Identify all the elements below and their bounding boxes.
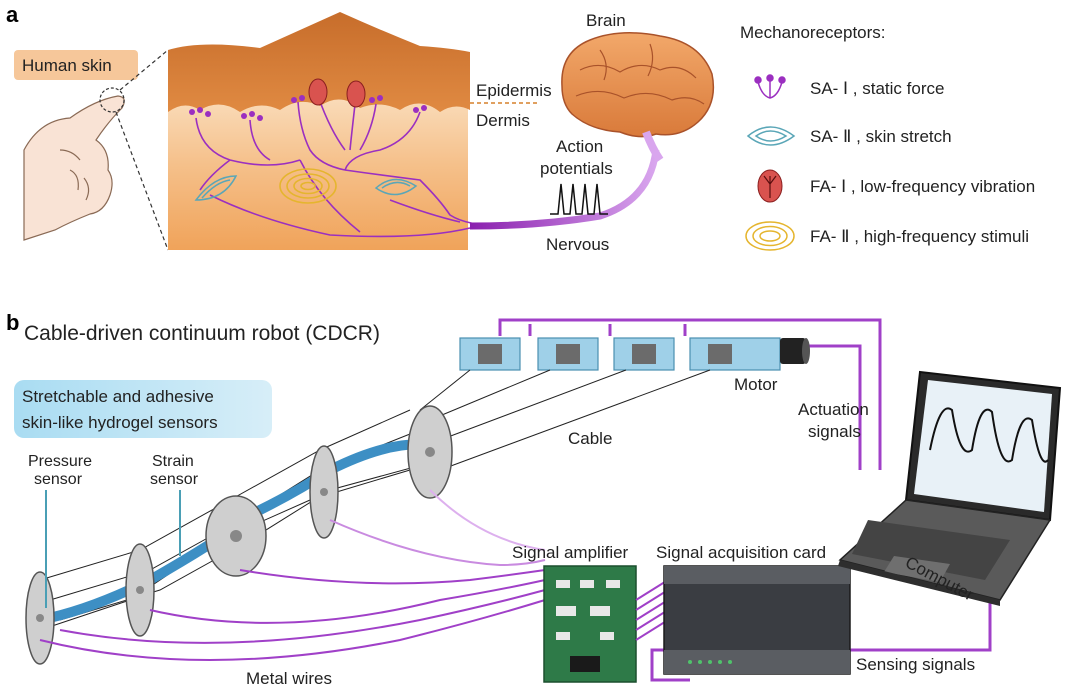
amplifier-components bbox=[556, 580, 620, 672]
acquisition-card-label: Signal acquisition card bbox=[656, 543, 826, 562]
pressure-label-2: sensor bbox=[34, 471, 83, 488]
actuation-label-2: signals bbox=[808, 422, 861, 441]
hand-illustration bbox=[23, 95, 125, 241]
legend-sa1-label: SA- Ⅰ , static force bbox=[810, 79, 944, 98]
acquisition-card-terminals-bottom bbox=[664, 650, 850, 674]
sensors-label-1: Stretchable and adhesive bbox=[22, 387, 214, 406]
brain-label: Brain bbox=[586, 11, 626, 30]
human-skin-label-bg bbox=[14, 50, 138, 80]
sa2-receptor-skin bbox=[194, 175, 418, 201]
nerve-fibers bbox=[195, 95, 521, 238]
zoom-line-top bbox=[119, 49, 169, 91]
epidermis-label: Epidermis bbox=[476, 81, 552, 100]
actuation-label-1: Actuation bbox=[798, 400, 869, 419]
sa1-receptors bbox=[189, 95, 427, 121]
legend-sa2-label: SA- Ⅱ , skin stretch bbox=[810, 127, 952, 146]
panel-b-letter: b bbox=[6, 310, 19, 335]
amp-card-wires bbox=[635, 579, 669, 641]
legend-fa1-icon bbox=[757, 169, 783, 203]
cable-label: Cable bbox=[568, 429, 612, 448]
nerve-trunk bbox=[469, 149, 660, 230]
zoom-circle bbox=[99, 87, 125, 113]
robot-disk-centers bbox=[36, 447, 435, 622]
strain-label-2: sensor bbox=[150, 471, 199, 488]
legend-title: Mechanoreceptors: bbox=[740, 23, 886, 42]
acquisition-card-leds bbox=[688, 660, 732, 664]
motor-label: Motor bbox=[734, 375, 778, 394]
cable-drive-units bbox=[459, 337, 781, 371]
skin-cross-section bbox=[168, 12, 470, 250]
action-potentials-label-2: potentials bbox=[540, 159, 613, 178]
fa2-receptor-skin bbox=[279, 168, 337, 204]
nervous-label: Nervous bbox=[546, 235, 609, 254]
legend-fa2-icon bbox=[745, 221, 795, 251]
cdcr-title: Cable-driven continuum robot (CDCR) bbox=[24, 322, 380, 345]
actuation-wire-drops bbox=[528, 324, 687, 336]
pressure-label-1: Pressure bbox=[28, 453, 92, 470]
legend-fa2-label: FA- Ⅱ , high-frequency stimuli bbox=[810, 227, 1029, 246]
legend-fa1-label: FA- Ⅰ , low-frequency vibration bbox=[810, 177, 1035, 196]
action-potentials-label-1: Action bbox=[556, 137, 603, 156]
action-potential-spikes bbox=[550, 183, 608, 215]
strain-label-1: Strain bbox=[152, 453, 194, 470]
sensors-label-2: skin-like hydrogel sensors bbox=[22, 413, 218, 432]
sensing-wire bbox=[650, 600, 992, 682]
acquisition-card-terminals-top bbox=[664, 566, 850, 584]
zoom-line-bottom bbox=[115, 111, 169, 251]
metal-wires bbox=[39, 489, 546, 661]
human-skin-label: Human skin bbox=[22, 56, 112, 75]
legend-sa1-icon bbox=[754, 74, 786, 99]
laptop bbox=[838, 370, 1062, 606]
signal-amplifier-label: Signal amplifier bbox=[512, 543, 629, 562]
legend-sa2-icon bbox=[746, 126, 796, 146]
metal-wires-label: Metal wires bbox=[246, 669, 332, 688]
motor bbox=[780, 338, 810, 364]
panel-a-letter: a bbox=[6, 2, 19, 27]
dermis-label: Dermis bbox=[476, 111, 530, 130]
sensing-signals-label: Sensing signals bbox=[856, 655, 975, 674]
actuation-wire-top bbox=[498, 318, 882, 470]
sensors-label-box bbox=[14, 380, 272, 438]
fa1-receptors bbox=[308, 78, 366, 108]
brain-illustration bbox=[561, 32, 715, 163]
